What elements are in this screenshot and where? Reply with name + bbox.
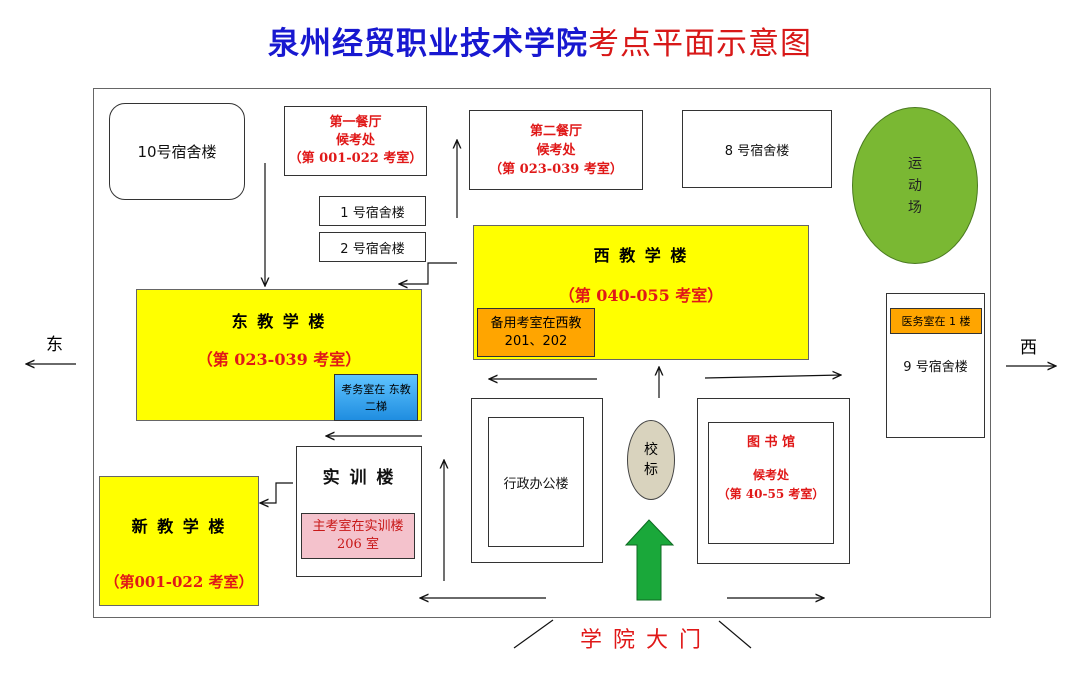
dorm-8[interactable]: 8 号宿舍楼 (682, 110, 832, 188)
school-name: 泉州经贸职业技术学院 (268, 26, 588, 62)
arrow-west-road (704, 375, 841, 378)
training-building[interactable]: 实 训 楼 主考室在实训楼 206 室 (296, 446, 422, 577)
canteen-2[interactable]: 第二餐厅 候考处 （第 023-039 考室） (469, 110, 643, 190)
sports-field[interactable]: 运 动 场 (852, 107, 978, 264)
dorm-2-label: 2 号宿舍楼 (340, 241, 405, 257)
library-rooms: （第 40-55 考室） (717, 487, 825, 501)
east-teaching-building[interactable]: 东 教 学 楼 （第 023-039 考室） 考务室在 东教二梯 (136, 289, 422, 421)
medical-room-note: 医务室在 1 楼 (890, 308, 982, 334)
sports-field-char-1: 运 (908, 155, 922, 172)
gate-line-right (718, 620, 752, 649)
sports-field-char-3: 场 (908, 199, 922, 216)
east-teaching-name: 东 教 学 楼 (231, 312, 327, 331)
canteen-1-sub: 候考处 (335, 133, 375, 148)
dorm-1-label: 1 号宿舍楼 (340, 205, 405, 221)
arrow-to-new-building (260, 482, 293, 503)
gate-line-left (513, 619, 554, 649)
map-title-suffix: 考点平面示意图 (588, 26, 812, 62)
library[interactable]: 图 书 馆 候考处 （第 40-55 考室） (708, 422, 834, 544)
gate-label: 学 院 大 门 (580, 628, 703, 653)
emblem-char-2: 标 (644, 462, 658, 478)
new-teaching-rooms: （第001-022 考室） (104, 573, 254, 591)
campus-boundary (93, 88, 991, 618)
library-sub: 候考处 (752, 468, 789, 482)
emblem-char-1: 校 (644, 442, 658, 458)
west-teaching-building[interactable]: 西 教 学 楼 （第 040-055 考室） 备用考室在西教 201、202 (473, 225, 809, 360)
exam-office-note: 考务室在 东教二梯 (334, 374, 418, 421)
canteen-2-name: 第二餐厅 (529, 123, 582, 139)
dorm-8-label: 8 号宿舍楼 (724, 143, 790, 159)
canteen-1[interactable]: 第一餐厅 候考处 （第 001-022 考室） (284, 106, 427, 176)
new-teaching-name: 新 教 学 楼 (131, 517, 227, 536)
arrow-to-east-building (399, 262, 457, 284)
west-teaching-rooms: （第 040-055 考室） (558, 286, 724, 305)
backup-room-note: 备用考室在西教 201、202 (477, 308, 595, 357)
dorm-10[interactable]: 10号宿舍楼 (109, 103, 245, 200)
admin-building[interactable]: 行政办公楼 (488, 417, 584, 547)
chief-exam-room-note: 主考室在实训楼 206 室 (301, 513, 415, 559)
dorm-2[interactable]: 2 号宿舍楼 (319, 232, 426, 262)
library-name: 图 书 馆 (746, 435, 796, 450)
canteen-1-name: 第一餐厅 (329, 115, 382, 130)
dorm-9-label: 9 号宿舍楼 (903, 360, 968, 375)
canteen-2-rooms: （第 023-039 考室） (489, 161, 623, 177)
training-name: 实 训 楼 (322, 468, 396, 488)
school-emblem[interactable]: 校 标 (627, 420, 675, 500)
sports-field-char-2: 动 (908, 177, 922, 194)
east-direction-label: 东 (46, 335, 63, 355)
west-direction-label: 西 (1020, 338, 1037, 358)
new-teaching-building[interactable]: 新 教 学 楼 （第001-022 考室） (99, 476, 259, 606)
admin-building-label: 行政办公楼 (503, 476, 569, 492)
canteen-1-rooms: （第 001-022 考室） (288, 151, 423, 166)
dorm-1[interactable]: 1 号宿舍楼 (319, 196, 426, 226)
east-teaching-rooms: （第 023-039 考室） (196, 350, 362, 369)
dorm-10-label: 10号宿舍楼 (137, 143, 217, 161)
canteen-2-sub: 候考处 (536, 142, 576, 158)
west-teaching-name: 西 教 学 楼 (593, 246, 689, 265)
page-title: 泉州经贸职业技术学院考点平面示意图 (0, 18, 1080, 63)
gate-entrance-arrow (624, 519, 675, 601)
